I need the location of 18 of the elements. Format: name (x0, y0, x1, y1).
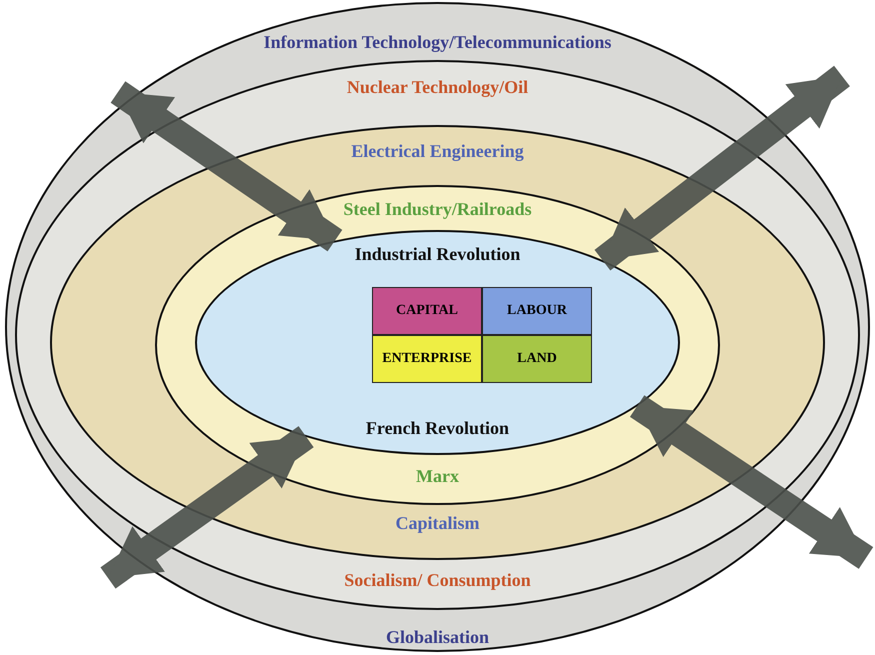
double-arrow (594, 66, 850, 270)
era-label: Information Technology/Telecommunications (264, 31, 612, 53)
era-label: Marx (416, 465, 459, 487)
era-label: Steel Industry/Railroads (343, 198, 532, 220)
factor-tile: ENTERPRISE (372, 335, 482, 383)
era-label: Capitalism (395, 512, 480, 534)
era-label: French Revolution (366, 417, 510, 439)
era-label: Electrical Engineering (351, 140, 524, 162)
factor-tile: CAPITAL (372, 287, 482, 335)
era-label: Socialism/ Consumption (344, 569, 531, 591)
double-arrow (630, 395, 874, 569)
double-arrow (100, 426, 314, 589)
era-label: Industrial Revolution (354, 243, 520, 265)
factor-tile: LAND (482, 335, 592, 383)
era-label: Globalisation (386, 626, 490, 648)
factor-tile: LABOUR (482, 287, 592, 335)
era-label: Nuclear Technology/Oil (346, 76, 528, 98)
double-arrow (110, 81, 342, 252)
